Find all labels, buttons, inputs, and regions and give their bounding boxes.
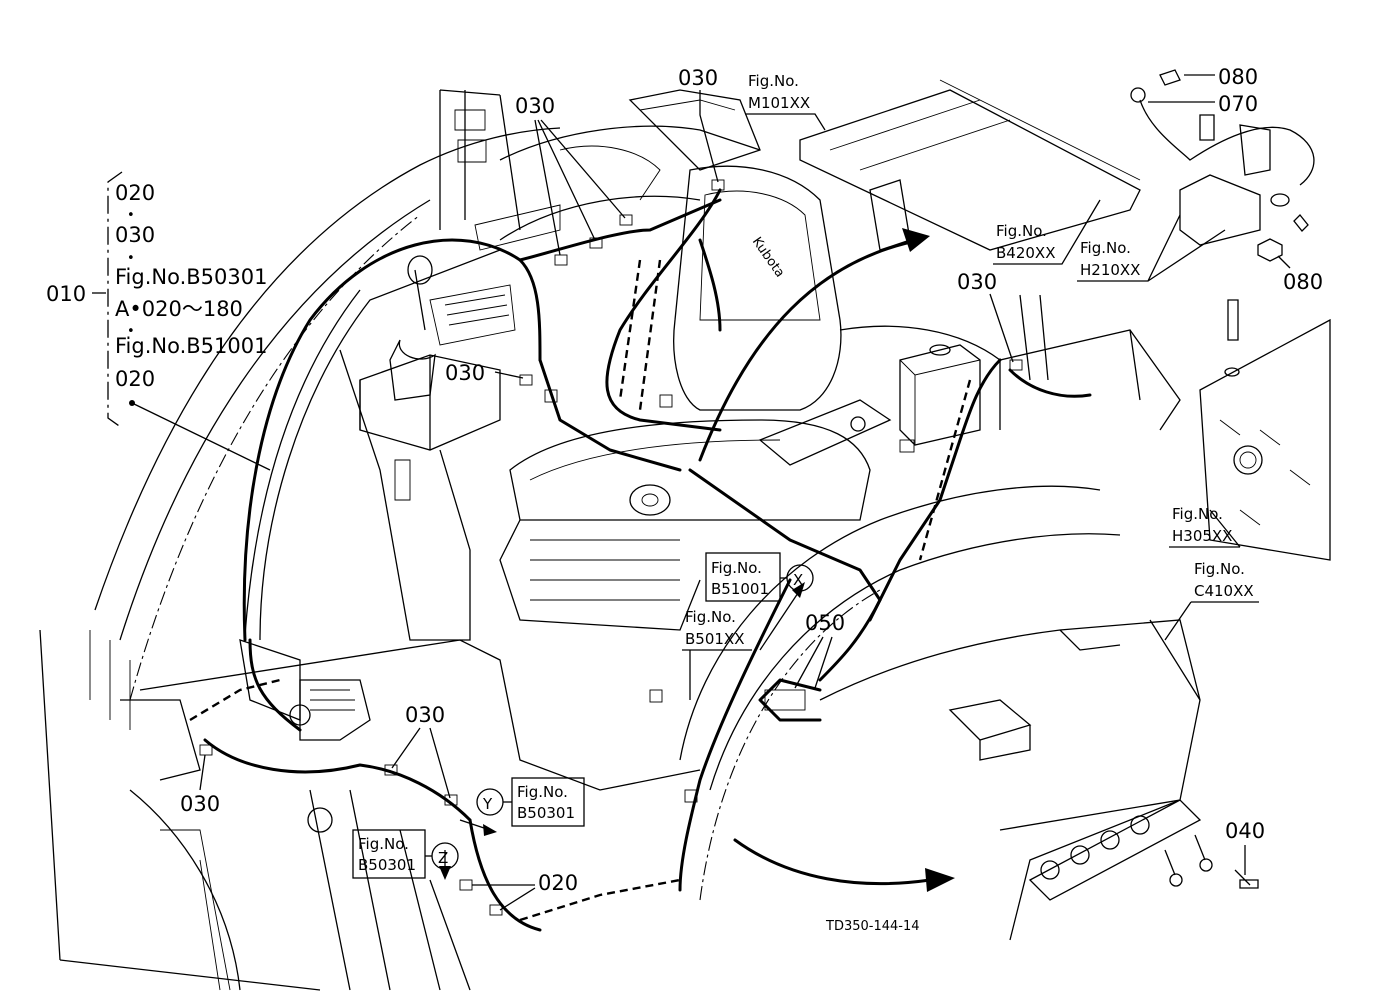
fig-m101-code: M101XX bbox=[748, 94, 810, 112]
fig-m101-title: Fig.No. bbox=[748, 72, 799, 90]
part-080-top: 080 bbox=[1218, 65, 1258, 89]
part-040: 040 bbox=[1225, 819, 1265, 843]
bracket-group: 010 020 • 030 • Fig.No.B50301 A•020～180 … bbox=[46, 171, 271, 471]
fig-b501-code: B501XX bbox=[685, 630, 744, 648]
fig-h305-code: H305XX bbox=[1172, 527, 1232, 545]
figure-references: Fig.No. M101XX Fig.No. B420XX Fig.No. H2… bbox=[352, 72, 1259, 879]
fig-b50301-y-title: Fig.No. bbox=[517, 783, 568, 801]
fig-b420-code: B420XX bbox=[996, 244, 1055, 262]
group-dot-2: • bbox=[127, 251, 135, 266]
fig-h210-title: Fig.No. bbox=[1080, 239, 1131, 257]
fig-h305-title: Fig.No. bbox=[1172, 505, 1223, 523]
fig-b501-title: Fig.No. bbox=[685, 608, 736, 626]
view-z-label: Z bbox=[438, 849, 448, 867]
fig-b50301-z-title: Fig.No. bbox=[358, 835, 409, 853]
group-line-030: 030 bbox=[115, 223, 155, 247]
part-050: 050 bbox=[805, 611, 845, 635]
part-010-label: 010 bbox=[46, 282, 86, 306]
group-line-fig-b51001: Fig.No.B51001 bbox=[115, 334, 267, 358]
group-line-fig-b50301: Fig.No.B50301 bbox=[115, 265, 267, 289]
group-dot-3: • bbox=[127, 324, 135, 339]
fig-b50301-z-code: B50301 bbox=[358, 856, 416, 874]
fig-b420-title: Fig.No. bbox=[996, 222, 1047, 240]
part-030-mid-left: 030 bbox=[445, 361, 485, 385]
fig-b51001-title: Fig.No. bbox=[711, 559, 762, 577]
part-030-top: 030 bbox=[678, 66, 718, 90]
fig-b51001-code: B51001 bbox=[711, 580, 769, 598]
part-030-bottom-mid: 030 bbox=[405, 703, 445, 727]
fig-c410-code: C410XX bbox=[1194, 582, 1254, 600]
fig-c410-title: Fig.No. bbox=[1194, 560, 1245, 578]
fig-b51001-box bbox=[705, 552, 781, 602]
part-030-bottom-left: 030 bbox=[180, 792, 220, 816]
part-070: 070 bbox=[1218, 92, 1258, 116]
part-labels: 030 030 030 030 030 030 080 070 080 050 … bbox=[180, 65, 1323, 911]
seat-brand-text: Kubota bbox=[749, 235, 787, 281]
group-line-020-b: 020 bbox=[115, 367, 155, 391]
drawing-code: TD350-144-14 bbox=[825, 919, 920, 934]
machine-drawing: Kubota bbox=[39, 69, 1331, 991]
part-030-upper-left: 030 bbox=[515, 94, 555, 118]
part-020-bottom: 020 bbox=[538, 871, 578, 895]
view-y-label: Y bbox=[482, 795, 493, 813]
fig-b50301-y-code: B50301 bbox=[517, 804, 575, 822]
fig-h210-code: H210XX bbox=[1080, 261, 1140, 279]
group-line-range: A•020～180 bbox=[115, 297, 243, 321]
group-line-020: 020 bbox=[115, 181, 155, 205]
part-080-right: 080 bbox=[1283, 270, 1323, 294]
fig-b50301-z-box bbox=[352, 829, 426, 879]
group-dot-1: • bbox=[127, 208, 135, 223]
view-x-label: X bbox=[793, 571, 803, 589]
part-030-right: 030 bbox=[957, 270, 997, 294]
